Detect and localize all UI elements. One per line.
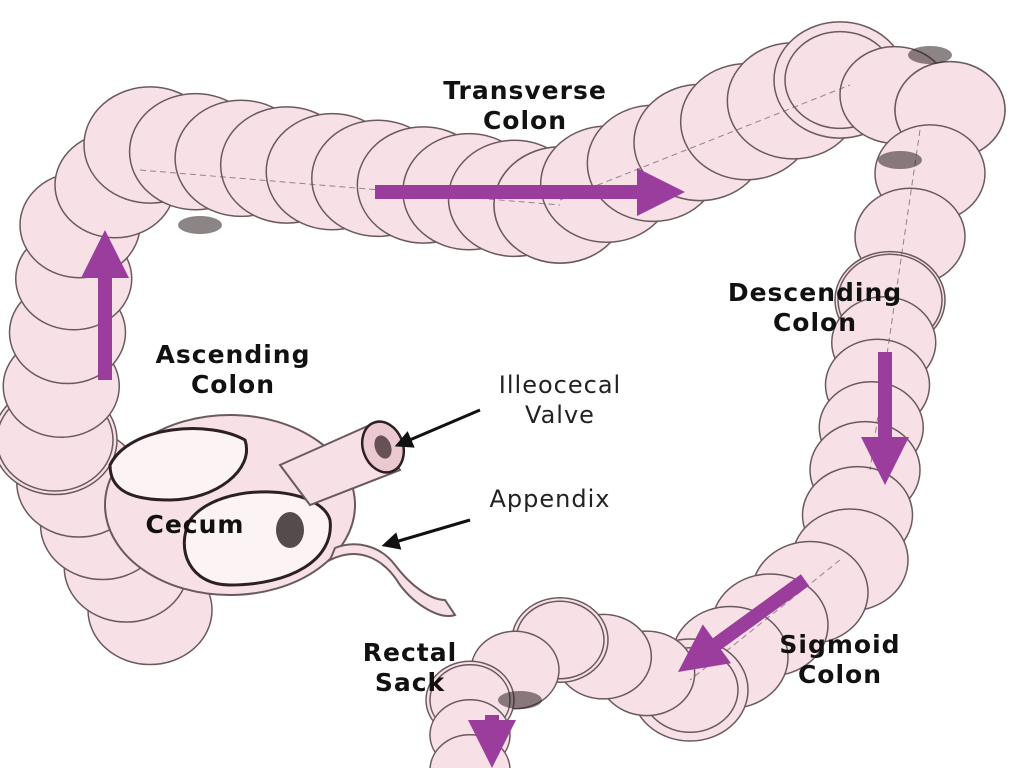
pointer-arrows [381,408,481,550]
appendix [328,543,457,617]
flow-arrow [678,574,810,672]
label-line: Colon [190,370,276,399]
ileocecal-valve-lumen [374,435,392,459]
label-descending-colon: Descending Colon [690,278,940,338]
flow-arrow [81,230,129,380]
flow-arrow [861,352,909,485]
label-line: Colon [797,660,883,689]
colon-wall-line [139,169,561,206]
colon-wall-line [869,129,921,471]
label-line: Transverse [443,76,607,105]
label-line: Rectal [362,638,458,667]
label-rectal-sack: Rectal Sack [335,638,485,698]
cecum-opening [276,512,304,548]
flow-arrows [81,168,909,768]
label-cecum: Cecum [120,510,270,540]
cecum-cutaway [104,414,457,617]
flexure-shadow [498,691,542,709]
label-line: Colon [772,308,858,337]
label-sigmoid-colon: Sigmoid Colon [745,630,935,690]
colon-wall-line [559,84,851,201]
label-line: Sack [374,668,446,697]
flexure-shadow [178,216,222,234]
label-appendix: Appendix [460,484,640,514]
label-line: Descending [727,278,903,307]
flow-arrow [468,715,516,768]
label-transverse-colon: Transverse Colon [400,76,650,136]
flexure-shadow [908,46,952,64]
label-ascending-colon: Ascending Colon [118,340,348,400]
cecum-cavity-upper [108,427,248,502]
label-line: Appendix [489,485,611,513]
label-line: Colon [482,106,568,135]
label-line: Sigmoid [779,630,901,659]
flexure-shadow [878,151,922,169]
label-ileocecal-valve: Illeocecal Valve [470,370,650,430]
label-line: Illeocecal [498,371,622,399]
label-line: Valve [525,401,595,429]
pointer-arrow [381,518,471,550]
label-line: Cecum [145,510,245,539]
label-line: Ascending [155,340,311,369]
pointer-arrow [394,408,481,448]
flow-arrow [375,168,685,216]
